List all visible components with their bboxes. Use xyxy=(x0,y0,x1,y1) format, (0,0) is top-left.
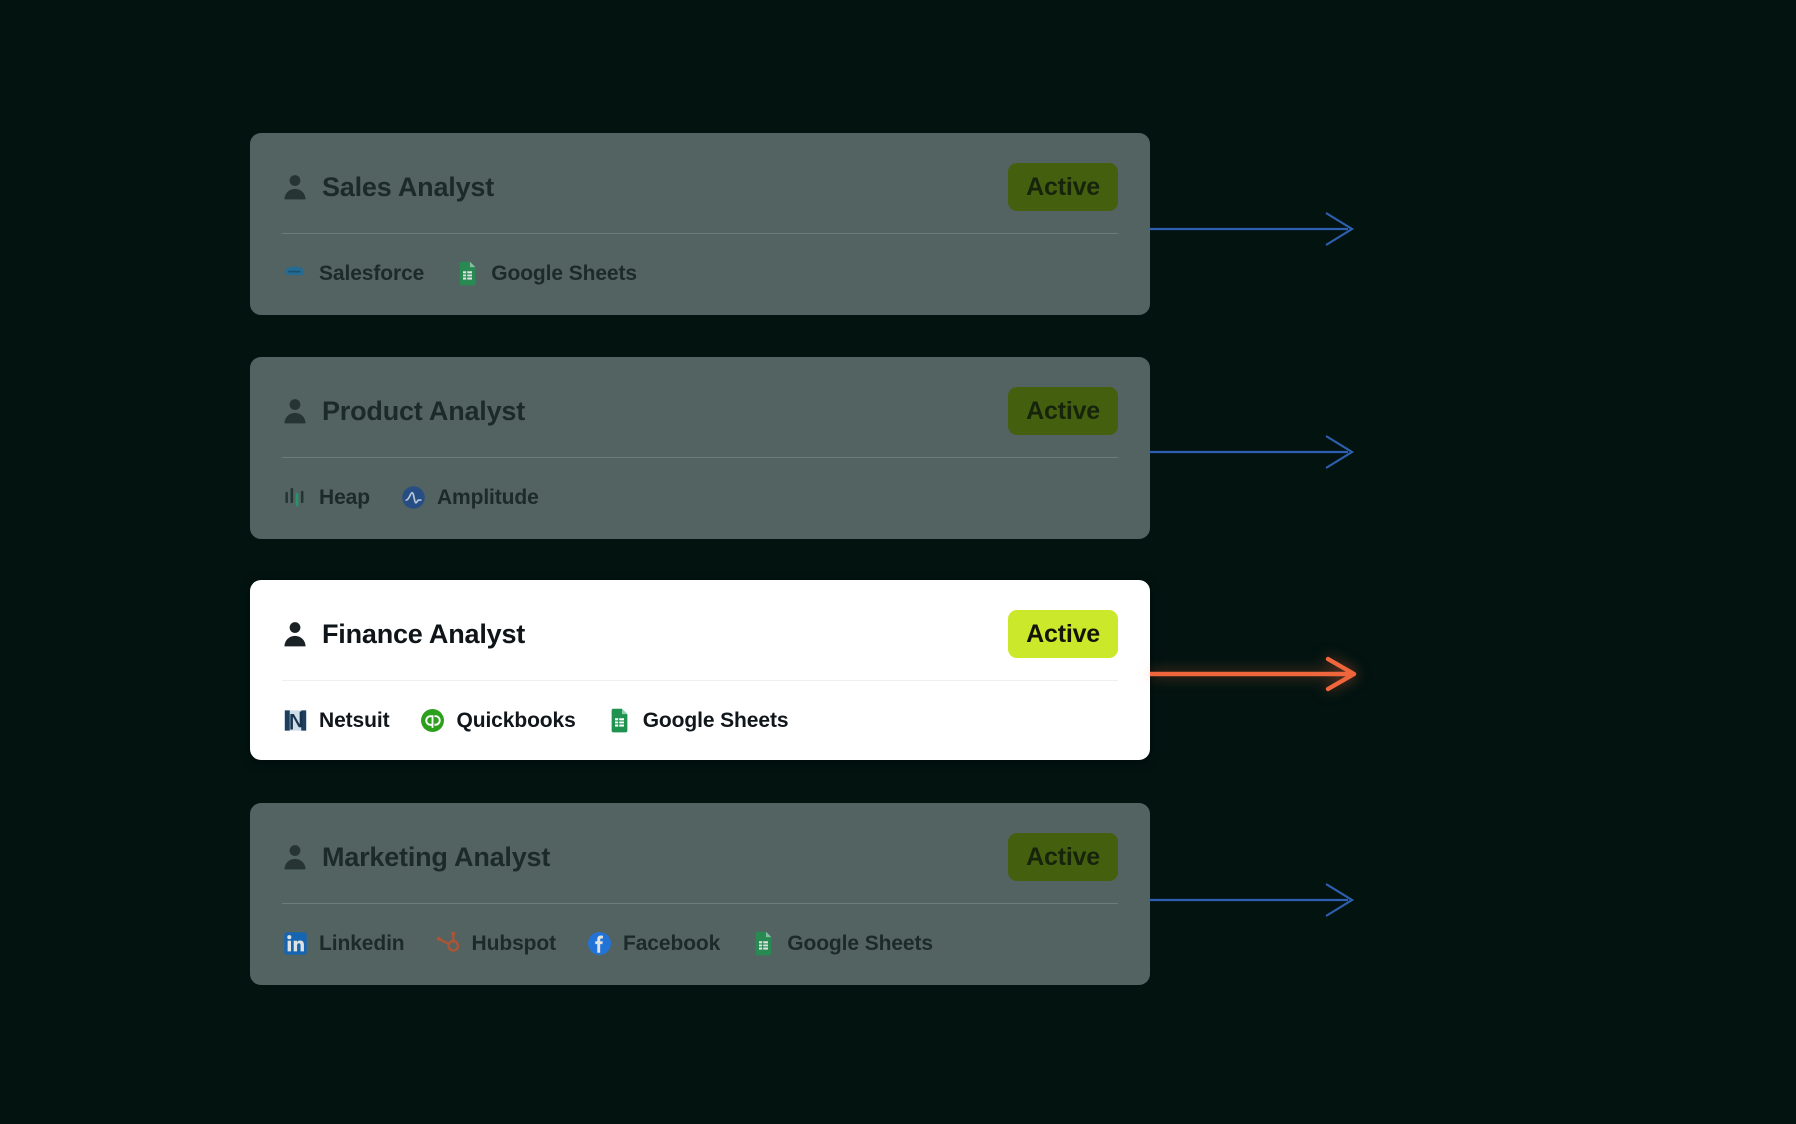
card-divider xyxy=(282,457,1118,458)
google-sheets-icon xyxy=(755,931,772,956)
card-header: Marketing Analyst Active xyxy=(282,829,1118,885)
tool-list: Linkedin Hubspot Facebook Google Sheets xyxy=(282,930,1118,957)
tool-label: Quickbooks xyxy=(456,708,576,732)
netsuite-icon xyxy=(284,710,307,731)
status-badge[interactable]: Active xyxy=(1008,387,1118,435)
role-title: Sales Analyst xyxy=(322,171,494,202)
tool-label: Hubspot xyxy=(471,931,557,955)
tool-item[interactable]: Facebook xyxy=(586,930,720,957)
role-identity: Marketing Analyst xyxy=(282,842,550,873)
arrow-sales xyxy=(1150,209,1365,249)
person-icon xyxy=(284,622,306,647)
heap-icon xyxy=(285,487,304,507)
amplitude-icon xyxy=(402,486,425,509)
person-icon xyxy=(284,175,306,200)
tool-item[interactable]: Hubspot xyxy=(435,930,556,957)
tool-label: Linkedin xyxy=(319,931,405,955)
role-title: Product Analyst xyxy=(322,395,526,426)
card-header: Sales Analyst Active xyxy=(282,159,1118,215)
person-icon xyxy=(284,845,306,870)
linkedin-icon xyxy=(284,932,307,955)
role-title: Finance Analyst xyxy=(322,618,526,649)
google-sheets-icon xyxy=(459,261,476,286)
role-identity: Product Analyst xyxy=(282,396,525,427)
tool-label: Google Sheets xyxy=(642,708,789,732)
facebook-icon xyxy=(588,932,611,955)
role-title: Marketing Analyst xyxy=(322,841,551,872)
tool-label: Facebook xyxy=(623,931,721,955)
tool-list: Netsuit Quickbooks Google Sheets xyxy=(282,707,1118,734)
status-badge[interactable]: Active xyxy=(1008,833,1118,881)
card-divider xyxy=(282,903,1118,904)
tool-item[interactable]: Google Sheets xyxy=(454,260,637,287)
arrow-marketing xyxy=(1150,880,1365,920)
tool-list: Salesforce Google Sheets xyxy=(282,260,1118,287)
tool-label: Amplitude xyxy=(436,485,539,509)
status-badge[interactable]: Active xyxy=(1008,163,1118,211)
google-sheets-icon xyxy=(611,708,628,733)
tool-list: Heap Amplitude xyxy=(282,484,1118,511)
tool-item[interactable]: Google Sheets xyxy=(750,930,933,957)
hubspot-icon xyxy=(436,931,459,952)
quickbooks-icon xyxy=(421,709,445,732)
status-badge[interactable]: Active xyxy=(1008,610,1118,658)
tool-item[interactable]: Netsuit xyxy=(282,707,390,734)
role-identity: Finance Analyst xyxy=(282,619,525,650)
tool-item[interactable]: Amplitude xyxy=(400,484,539,511)
tool-label: Google Sheets xyxy=(491,261,637,285)
arrow-product xyxy=(1150,432,1365,472)
tool-item[interactable]: Heap xyxy=(282,484,370,511)
card-header: Product Analyst Active xyxy=(282,383,1118,439)
salesforce-icon xyxy=(285,265,305,276)
arrow-finance xyxy=(1150,654,1365,694)
tool-label: Google Sheets xyxy=(787,931,933,955)
tool-item[interactable]: Linkedin xyxy=(282,930,405,957)
tool-item[interactable]: Google Sheets xyxy=(606,707,789,734)
tool-item[interactable]: Quickbooks xyxy=(419,707,576,734)
card-divider xyxy=(282,680,1118,681)
tool-item[interactable]: Salesforce xyxy=(282,260,424,287)
card-header: Finance Analyst Active xyxy=(282,606,1118,662)
tool-label: Salesforce xyxy=(319,261,425,285)
tool-label: Netsuit xyxy=(319,708,390,732)
role-identity: Sales Analyst xyxy=(282,172,494,203)
person-icon xyxy=(284,399,306,424)
card-divider xyxy=(282,233,1118,234)
tool-label: Heap xyxy=(319,485,370,509)
